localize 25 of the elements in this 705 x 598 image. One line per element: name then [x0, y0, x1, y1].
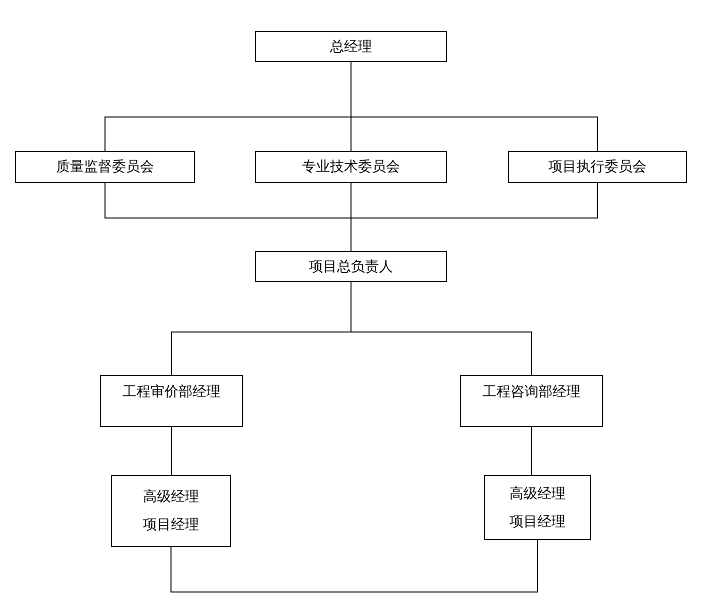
connector-line: [350, 282, 532, 376]
connector-line: [531, 426, 532, 476]
org-box: [255, 251, 447, 282]
position-title: 总经理: [330, 38, 372, 56]
position-title: 工程审价部经理: [122, 383, 220, 402]
org-box: [255, 151, 447, 183]
position-title: 工程咨询部经理: [482, 383, 580, 402]
position-title: 高级经理: [510, 484, 566, 504]
position-title: 项目执行委员会: [548, 158, 646, 177]
org-box: [111, 475, 231, 547]
connector-line: [170, 540, 538, 592]
position-title: 项目经理: [143, 516, 199, 535]
position-title: 高级经理: [143, 488, 199, 507]
org-box: [484, 475, 591, 540]
org-box: [15, 151, 195, 183]
connector-line: [350, 182, 598, 252]
org-box: [100, 375, 243, 427]
connector-line: [171, 426, 172, 476]
position-title: 专业技术委员会: [302, 158, 400, 177]
position-title: 项目经理: [510, 512, 566, 532]
org-box: [508, 151, 687, 183]
org-box: [460, 375, 603, 427]
position-title: 项目总负责人: [309, 258, 393, 276]
org-box: [255, 31, 447, 62]
position-title: 质量监督委员会: [56, 158, 154, 177]
